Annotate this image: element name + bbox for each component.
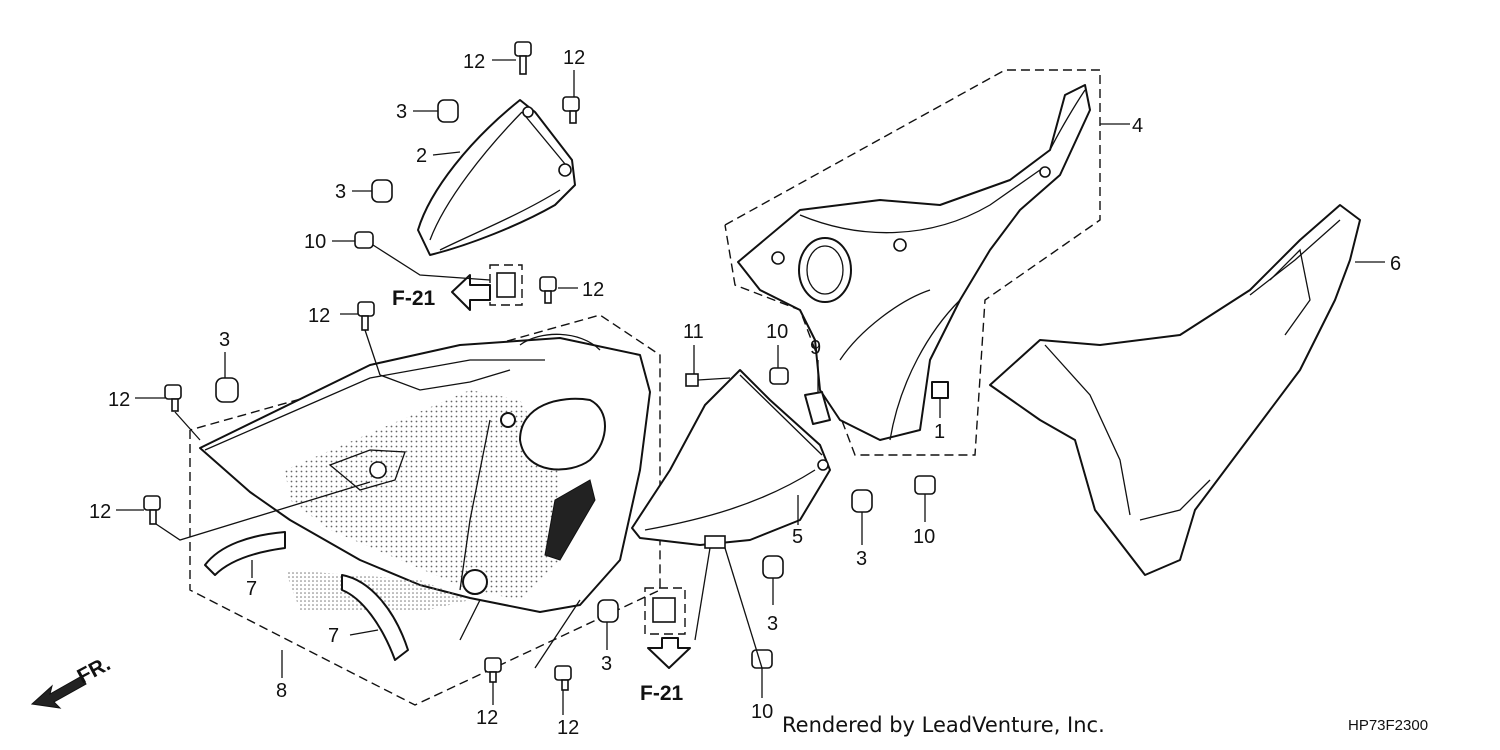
callout-7: 7: [328, 625, 339, 647]
callout-12: 12: [582, 279, 604, 301]
ref-arrow-left: [451, 274, 491, 311]
part-8-side-shroud[interactable]: [199, 333, 651, 613]
callout-12: 12: [563, 47, 585, 69]
callout-12: 12: [463, 51, 485, 73]
callout-4: 4: [1132, 115, 1143, 137]
callout-10: 10: [913, 526, 935, 548]
callout-labels: 12 12 3 2 3 10 12 12 3 12 12 7 7 8 12 12…: [89, 47, 1401, 739]
callout-5: 5: [792, 526, 803, 548]
part-7-trim-strip-b[interactable]: [341, 574, 409, 661]
callout-9: 9: [810, 337, 821, 359]
callout-10: 10: [766, 321, 788, 343]
callout-8: 8: [276, 680, 287, 702]
part-9-pad[interactable]: [804, 391, 831, 425]
group-outline-side-cover: [724, 69, 1101, 456]
ref-label-f21: F-21: [640, 682, 684, 705]
callout-7: 7: [246, 578, 257, 600]
front-direction-arrow: FR.: [30, 652, 114, 709]
callout-3: 3: [767, 613, 778, 635]
callout-12: 12: [308, 305, 330, 327]
callout-12: 12: [476, 707, 498, 729]
detail-box-upper: [489, 264, 523, 306]
part-5-inner-cowl[interactable]: [631, 369, 831, 549]
callout-3: 3: [856, 548, 867, 570]
ref-arrow-down: [647, 637, 691, 669]
callout-3: 3: [601, 653, 612, 675]
callout-3: 3: [396, 101, 407, 123]
fastener-group: [143, 41, 936, 691]
callout-10: 10: [304, 231, 326, 253]
leader-lines: [116, 59, 1385, 715]
callout-1: 1: [934, 421, 945, 443]
callout-6: 6: [1390, 253, 1401, 275]
ref-label-f21: F-21: [392, 287, 436, 310]
callout-12: 12: [89, 501, 111, 523]
callout-11: 11: [683, 321, 704, 343]
part-1-clip[interactable]: [931, 381, 949, 399]
credit-text: Rendered by LeadVenture, Inc.: [782, 713, 1105, 737]
detail-box-lower: [644, 587, 686, 635]
callout-3: 3: [219, 329, 230, 351]
part-7-trim-strip-a[interactable]: [204, 531, 286, 576]
callout-3: 3: [335, 181, 346, 203]
callout-12: 12: [557, 717, 579, 739]
callout-12: 12: [108, 389, 130, 411]
callout-2: 2: [416, 145, 427, 167]
group-outline-shroud: [189, 314, 661, 706]
part-2-upper-cowl[interactable]: [417, 99, 576, 256]
part-6-rear-panel[interactable]: [989, 204, 1361, 576]
callout-10: 10: [751, 701, 773, 723]
diagram-code: HP73F2300: [1348, 717, 1428, 734]
